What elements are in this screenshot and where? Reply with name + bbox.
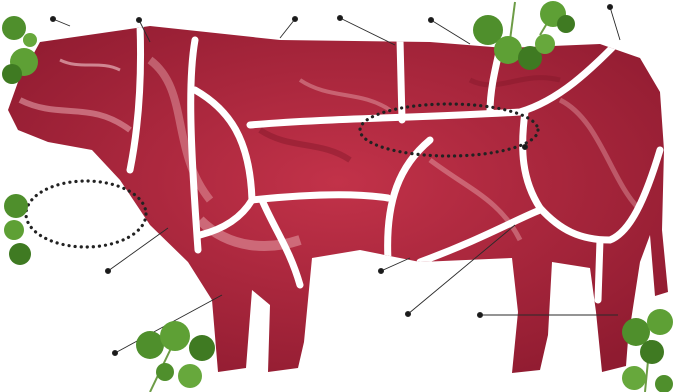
callout-12 (522, 144, 527, 149)
dotted-ellipse-left (26, 181, 146, 247)
callout-6 (607, 4, 620, 40)
callout-9 (378, 258, 410, 274)
callout-3 (280, 16, 298, 38)
callout-1 (50, 16, 70, 26)
callout-7 (105, 228, 168, 274)
cow-silhouette (8, 26, 668, 373)
parsley-bottom-left (136, 321, 215, 392)
callout-5 (428, 17, 470, 44)
parsley-left (4, 194, 31, 265)
callout-4 (337, 15, 395, 45)
parsley-bottom-right (622, 309, 673, 392)
